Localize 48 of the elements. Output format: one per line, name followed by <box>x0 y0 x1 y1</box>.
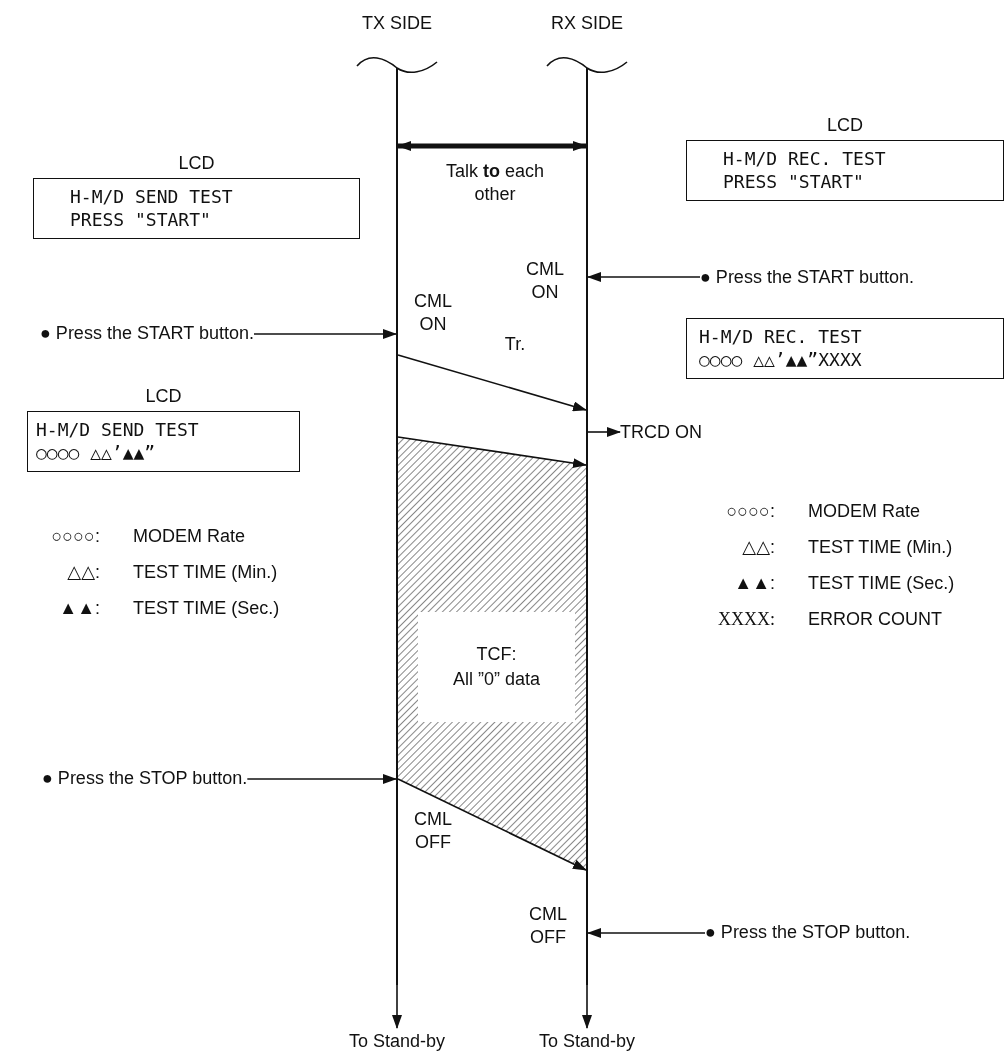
key-text: ERROR COUNT <box>808 608 942 631</box>
key-text: TEST TIME (Sec.) <box>133 597 280 620</box>
lcd-display: H-M/D SEND TEST PRESS "START" <box>33 178 360 239</box>
instruction-text: ● Press the STOP button. <box>42 767 248 790</box>
key-symbol: ○○○○: <box>725 500 775 523</box>
lcd-display: H-M/D REC. TEST ○○○○ △△’▲▲”XXXX <box>686 318 1004 379</box>
data-box: TCF: All ”0” data <box>418 612 575 722</box>
arrow <box>587 928 706 938</box>
end-state-label: To Stand-by <box>538 1030 636 1053</box>
instruction-text: ● Press the START button. <box>40 322 254 345</box>
key-symbol: ▲▲: <box>58 597 100 620</box>
key-text: MODEM Rate <box>808 500 921 523</box>
instruction-text: ● Press the START button. <box>700 266 914 289</box>
arrow <box>587 272 701 282</box>
key-text: MODEM Rate <box>133 525 246 548</box>
lcd-label: LCD <box>177 153 216 174</box>
instruction-text: ● Press the STOP button. <box>705 921 911 944</box>
signal-label: CML OFF <box>413 808 453 853</box>
lcd-label: LCD <box>826 115 864 136</box>
lcd-label: LCD <box>144 386 183 407</box>
arrow <box>587 427 621 437</box>
arrow <box>397 354 587 412</box>
signal-label: CML OFF <box>528 903 568 948</box>
arrow <box>582 984 592 1029</box>
end-state-label: To Stand-by <box>348 1030 446 1053</box>
column-heading: TX SIDE <box>362 12 432 35</box>
signal-label: CML ON <box>525 258 565 303</box>
key-text: TEST TIME (Min.) <box>133 561 278 584</box>
key-symbol: ○○○○: <box>50 525 100 548</box>
column-heading: RX SIDE <box>551 12 623 35</box>
arrow <box>397 436 587 469</box>
lcd-display: H-M/D REC. TEST PRESS "START" <box>686 140 1004 201</box>
key-symbol: △△: <box>741 536 775 559</box>
key-symbol: △△: <box>66 561 100 584</box>
key-symbol: ▲▲: <box>733 572 775 595</box>
lifeline <box>586 68 588 985</box>
key-text: TEST TIME (Sec.) <box>808 572 955 595</box>
arrow <box>246 774 397 784</box>
signal-label: CML ON <box>413 290 453 335</box>
key-text: TEST TIME (Min.) <box>808 536 953 559</box>
arrow <box>397 141 587 151</box>
arrow <box>253 329 397 339</box>
arrow <box>392 984 402 1029</box>
key-symbol: XXXX: <box>717 608 775 631</box>
lcd-display: H-M/D SEND TEST ○○○○ △△’▲▲” <box>27 411 300 472</box>
arrow <box>397 778 587 871</box>
signal-label: TRCD ON <box>620 421 702 444</box>
lifeline <box>396 68 398 985</box>
